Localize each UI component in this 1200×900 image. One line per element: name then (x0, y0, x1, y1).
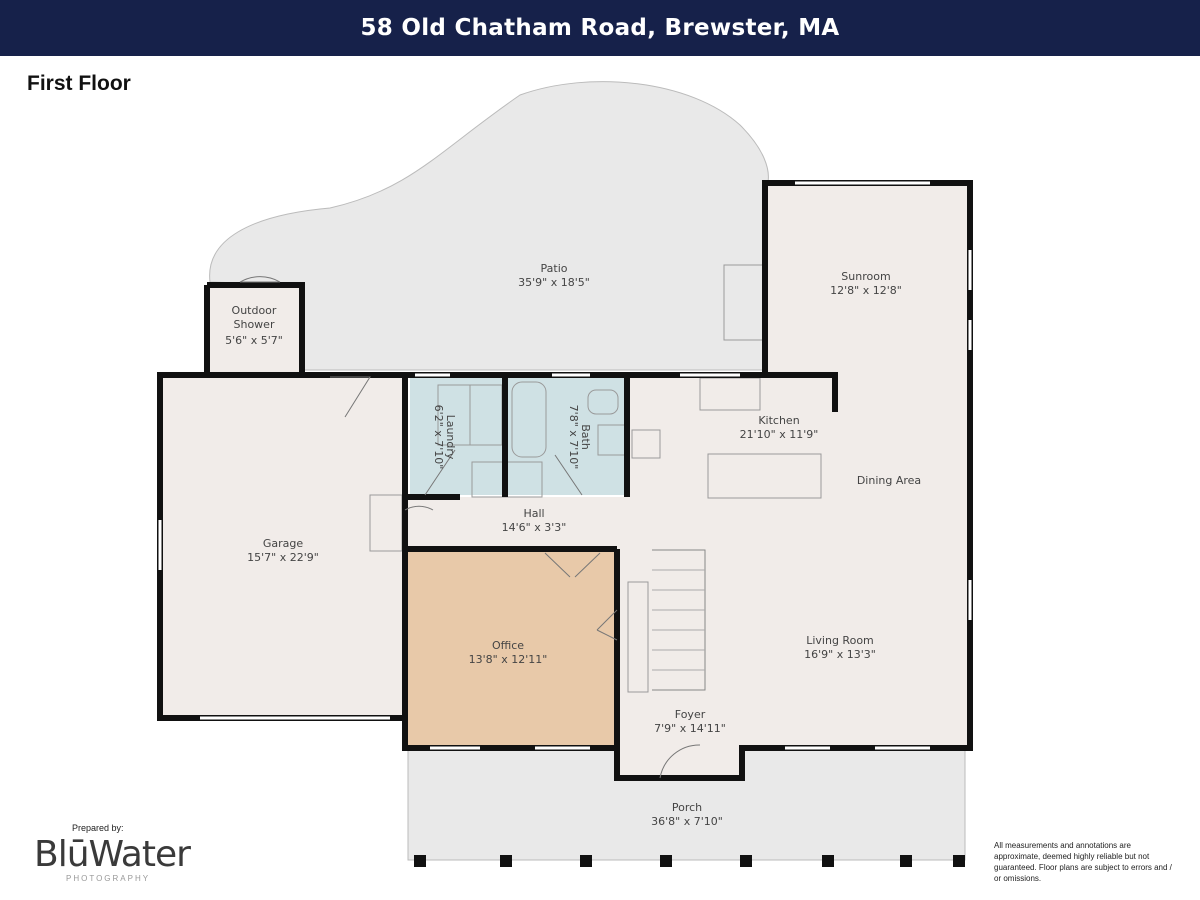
living-room-label: Living Room (806, 634, 874, 647)
hall-dims: 14'6" x 3'3" (502, 521, 567, 534)
walls (157, 180, 973, 781)
laundry-floor (410, 378, 505, 495)
sunroom-dims: 12'8" x 12'8" (830, 284, 902, 297)
hall-label: Hall (523, 507, 544, 520)
office-label: Office (492, 639, 524, 652)
outdoor-shower-dims: 5'6" x 5'7" (225, 334, 283, 347)
office-floor (408, 551, 619, 746)
porch-label: Porch (672, 801, 702, 814)
sunroom-label: Sunroom (841, 270, 890, 283)
prepared-by-label: Prepared by: (72, 823, 124, 833)
property-address: 58 Old Chatham Road, Brewster, MA (360, 15, 840, 41)
hall-floor (405, 497, 625, 549)
bath-dims: 7'8" x 7'10" (567, 405, 580, 470)
bath-label: Bath (579, 424, 592, 450)
garage-dims: 15'7" x 22'9" (247, 551, 319, 564)
kitchen-label: Kitchen (758, 414, 799, 427)
foyer-label: Foyer (675, 708, 706, 721)
porch-dims: 36'8" x 7'10" (651, 815, 723, 828)
garage-floor (160, 375, 405, 718)
bath-floor (507, 378, 627, 495)
outdoor-shower-floor (207, 285, 302, 373)
outdoor-shower-label: Outdoor (232, 304, 277, 317)
foyer-dims: 7'9" x 14'11" (654, 722, 726, 735)
garage-label: Garage (263, 537, 304, 550)
porch-posts (414, 855, 965, 867)
disclaimer: All measurements and annotations are app… (994, 841, 1172, 883)
kitchen-dims: 21'10" x 11'9" (740, 428, 819, 441)
brand-logo-sub: PHOTOGRAPHY (66, 874, 151, 883)
floor-title: First Floor (27, 72, 131, 95)
office-dims: 13'8" x 12'11" (469, 653, 548, 666)
outdoor-shower-label-2: Shower (234, 318, 275, 331)
laundry-label: Laundry (444, 415, 457, 460)
windows (158, 181, 972, 750)
laundry-dims: 6'2" x 7'10" (432, 405, 445, 470)
patio-dims: 35'9" x 18'5" (518, 276, 590, 289)
patio-area (209, 81, 769, 371)
header-bar: 58 Old Chatham Road, Brewster, MA (0, 0, 1200, 56)
fixtures (369, 264, 822, 693)
living-room-dims: 16'9" x 13'3" (804, 648, 876, 661)
patio-label: Patio (541, 262, 568, 275)
doors (239, 276, 701, 779)
brand-logo: BlūWater (34, 834, 191, 875)
dining-label: Dining Area (857, 474, 921, 487)
